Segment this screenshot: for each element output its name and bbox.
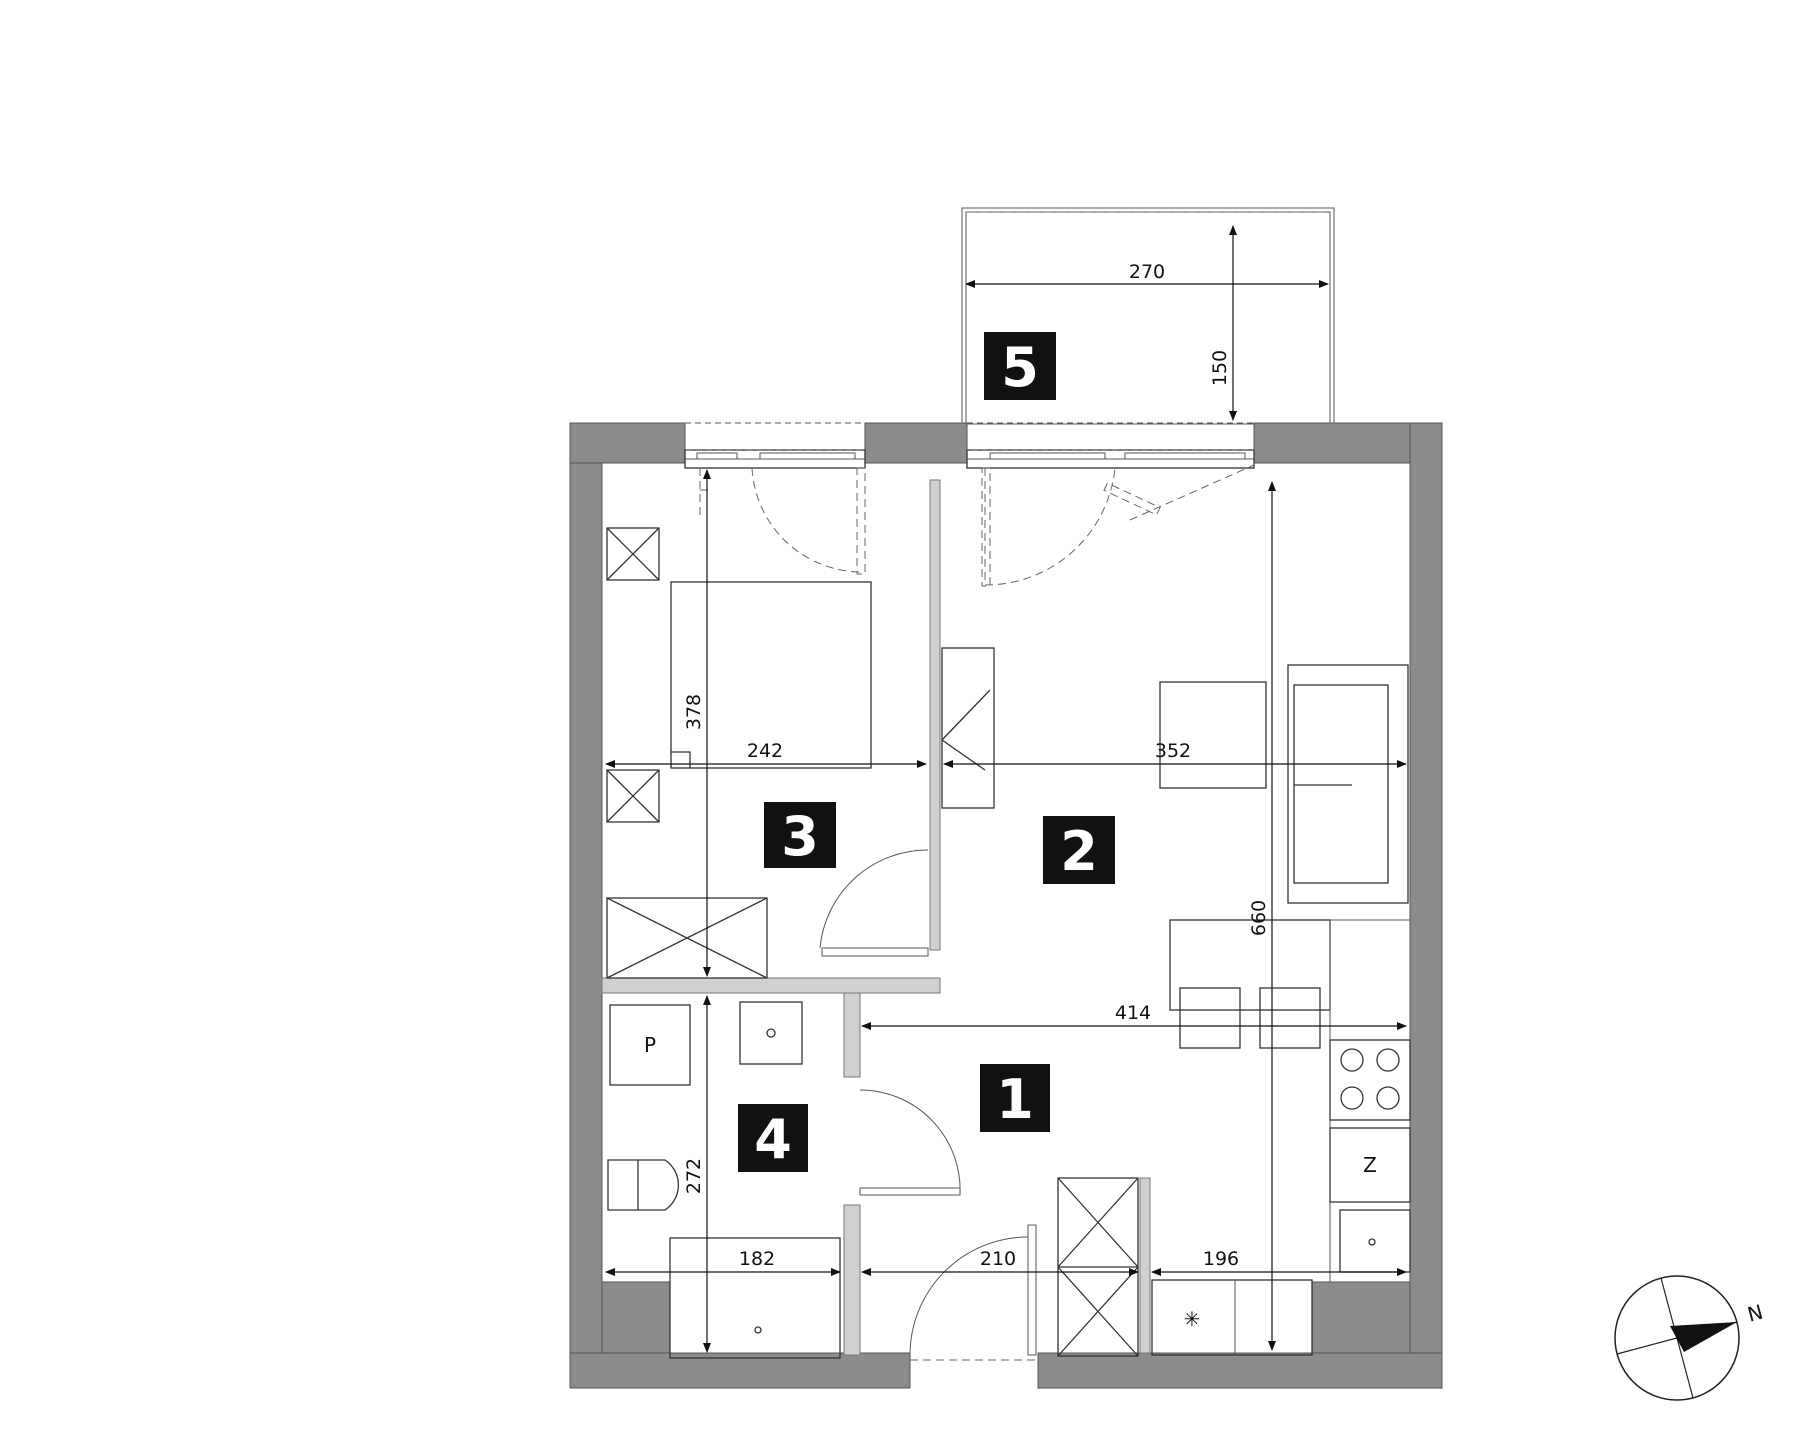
dim-entry-width: 210: [980, 1248, 1016, 1270]
room-label-5: 5: [984, 332, 1056, 400]
north-arrow-icon: [1670, 1322, 1737, 1352]
dimension-lines: [605, 225, 1407, 1353]
room-number: 2: [1060, 820, 1098, 883]
washer-label: P: [644, 1033, 656, 1057]
room-number: 4: [754, 1108, 792, 1171]
coffee-table: [1159, 681, 1267, 789]
room-label-1: 1: [980, 1064, 1050, 1132]
cooktop: [1329, 1039, 1411, 1121]
dim-hall-width: 414: [1115, 1002, 1151, 1024]
kitchen: Z ✳: [1151, 919, 1411, 1356]
tv-unit: [941, 647, 995, 809]
living-furniture: [941, 647, 1409, 1049]
dim-bathroom-width: 182: [739, 1248, 775, 1270]
window-bedroom: [684, 422, 866, 469]
interior-walls: [601, 479, 1151, 1356]
svg-text:✳: ✳: [1184, 1307, 1201, 1331]
fridge-label: Z: [1363, 1153, 1377, 1177]
entry-cabinet: [1151, 1279, 1313, 1356]
room-label-3: 3: [764, 802, 836, 868]
dim-balcony-depth: 150: [1209, 350, 1231, 386]
room-number: 1: [996, 1068, 1034, 1131]
window-living: [966, 422, 1255, 469]
chair: [1179, 987, 1241, 1049]
washbasin: [739, 1001, 803, 1065]
room-number: 3: [781, 805, 819, 868]
dim-living-width: 352: [1155, 740, 1191, 762]
dim-bedroom-width: 242: [747, 740, 783, 762]
washing-machine: [609, 1004, 691, 1086]
room-label-4: 4: [738, 1104, 808, 1172]
hall-wardrobe: [1057, 1177, 1139, 1357]
exterior-walls: [569, 422, 1443, 1389]
shower-tray: [669, 1237, 841, 1359]
sofa: [1287, 664, 1409, 904]
balcony: [961, 207, 1335, 425]
room-label-2: 2: [1043, 816, 1115, 884]
compass: N: [1614, 1275, 1766, 1401]
wardrobe-bedroom: [606, 897, 768, 979]
room-number: 5: [1001, 336, 1039, 399]
toilet: [607, 1159, 679, 1211]
bathroom-fixtures: P: [607, 1001, 841, 1359]
door-swings: [699, 464, 1255, 1361]
bedroom-furniture: [606, 527, 872, 979]
dim-kitchen-width: 196: [1203, 1248, 1239, 1270]
dim-bedroom-depth: 378: [683, 694, 705, 730]
chair: [1259, 987, 1321, 1049]
north-label: N: [1745, 1300, 1766, 1327]
bed: [670, 581, 872, 769]
dim-bathroom-depth: 272: [683, 1158, 705, 1194]
dim-living-depth: 660: [1248, 900, 1270, 936]
fridge: [1329, 1127, 1411, 1203]
dim-balcony-width: 270: [1129, 261, 1165, 283]
